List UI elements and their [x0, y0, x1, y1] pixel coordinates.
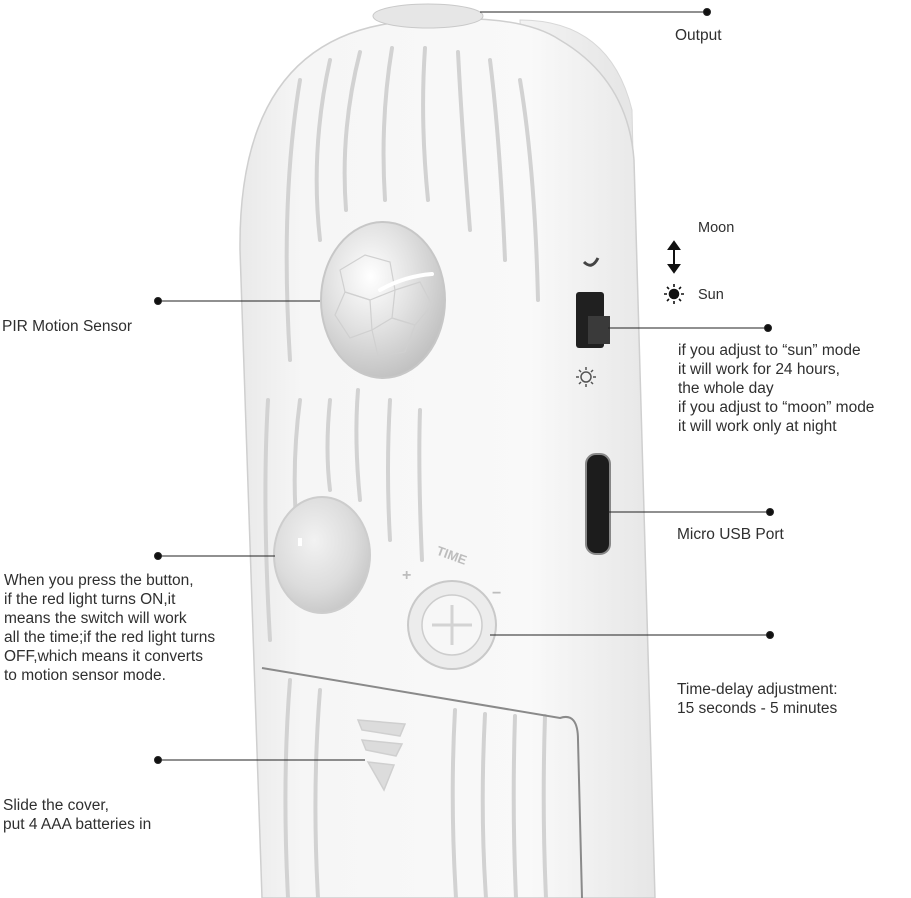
output-nub — [372, 3, 484, 29]
push-button — [273, 496, 371, 614]
label-button-description: When you press the button, if the red li… — [4, 572, 216, 684]
sun-icon — [664, 284, 684, 304]
label-mode-description: if you adjust to “sun” mode it will work… — [678, 342, 875, 435]
label-slide-cover: Slide the cover, put 4 AAA batteries in — [3, 797, 152, 833]
label-output: Output — [675, 27, 722, 44]
label-moon: Moon — [698, 220, 735, 236]
body-grooves — [263, 46, 548, 898]
knob-plus-text: + — [402, 567, 411, 584]
usb-port — [585, 453, 611, 555]
pir-lens — [320, 221, 446, 379]
knob-minus-text: − — [492, 585, 501, 602]
label-pir-motion-sensor: PIR Motion Sensor — [2, 318, 133, 335]
moon-icon — [667, 218, 680, 235]
leader-lines — [154, 8, 774, 764]
button-led — [298, 538, 302, 546]
label-time-delay: Time-delay adjustment: 15 seconds - 5 mi… — [677, 681, 838, 717]
time-knob — [407, 580, 497, 670]
label-micro-usb-port: Micro USB Port — [677, 526, 784, 543]
battery-cover-edge — [261, 667, 583, 898]
slide-arrow-icon — [356, 719, 407, 792]
label-sun: Sun — [698, 287, 724, 303]
double-arrow-icon — [667, 240, 681, 274]
mode-switch — [576, 257, 610, 387]
